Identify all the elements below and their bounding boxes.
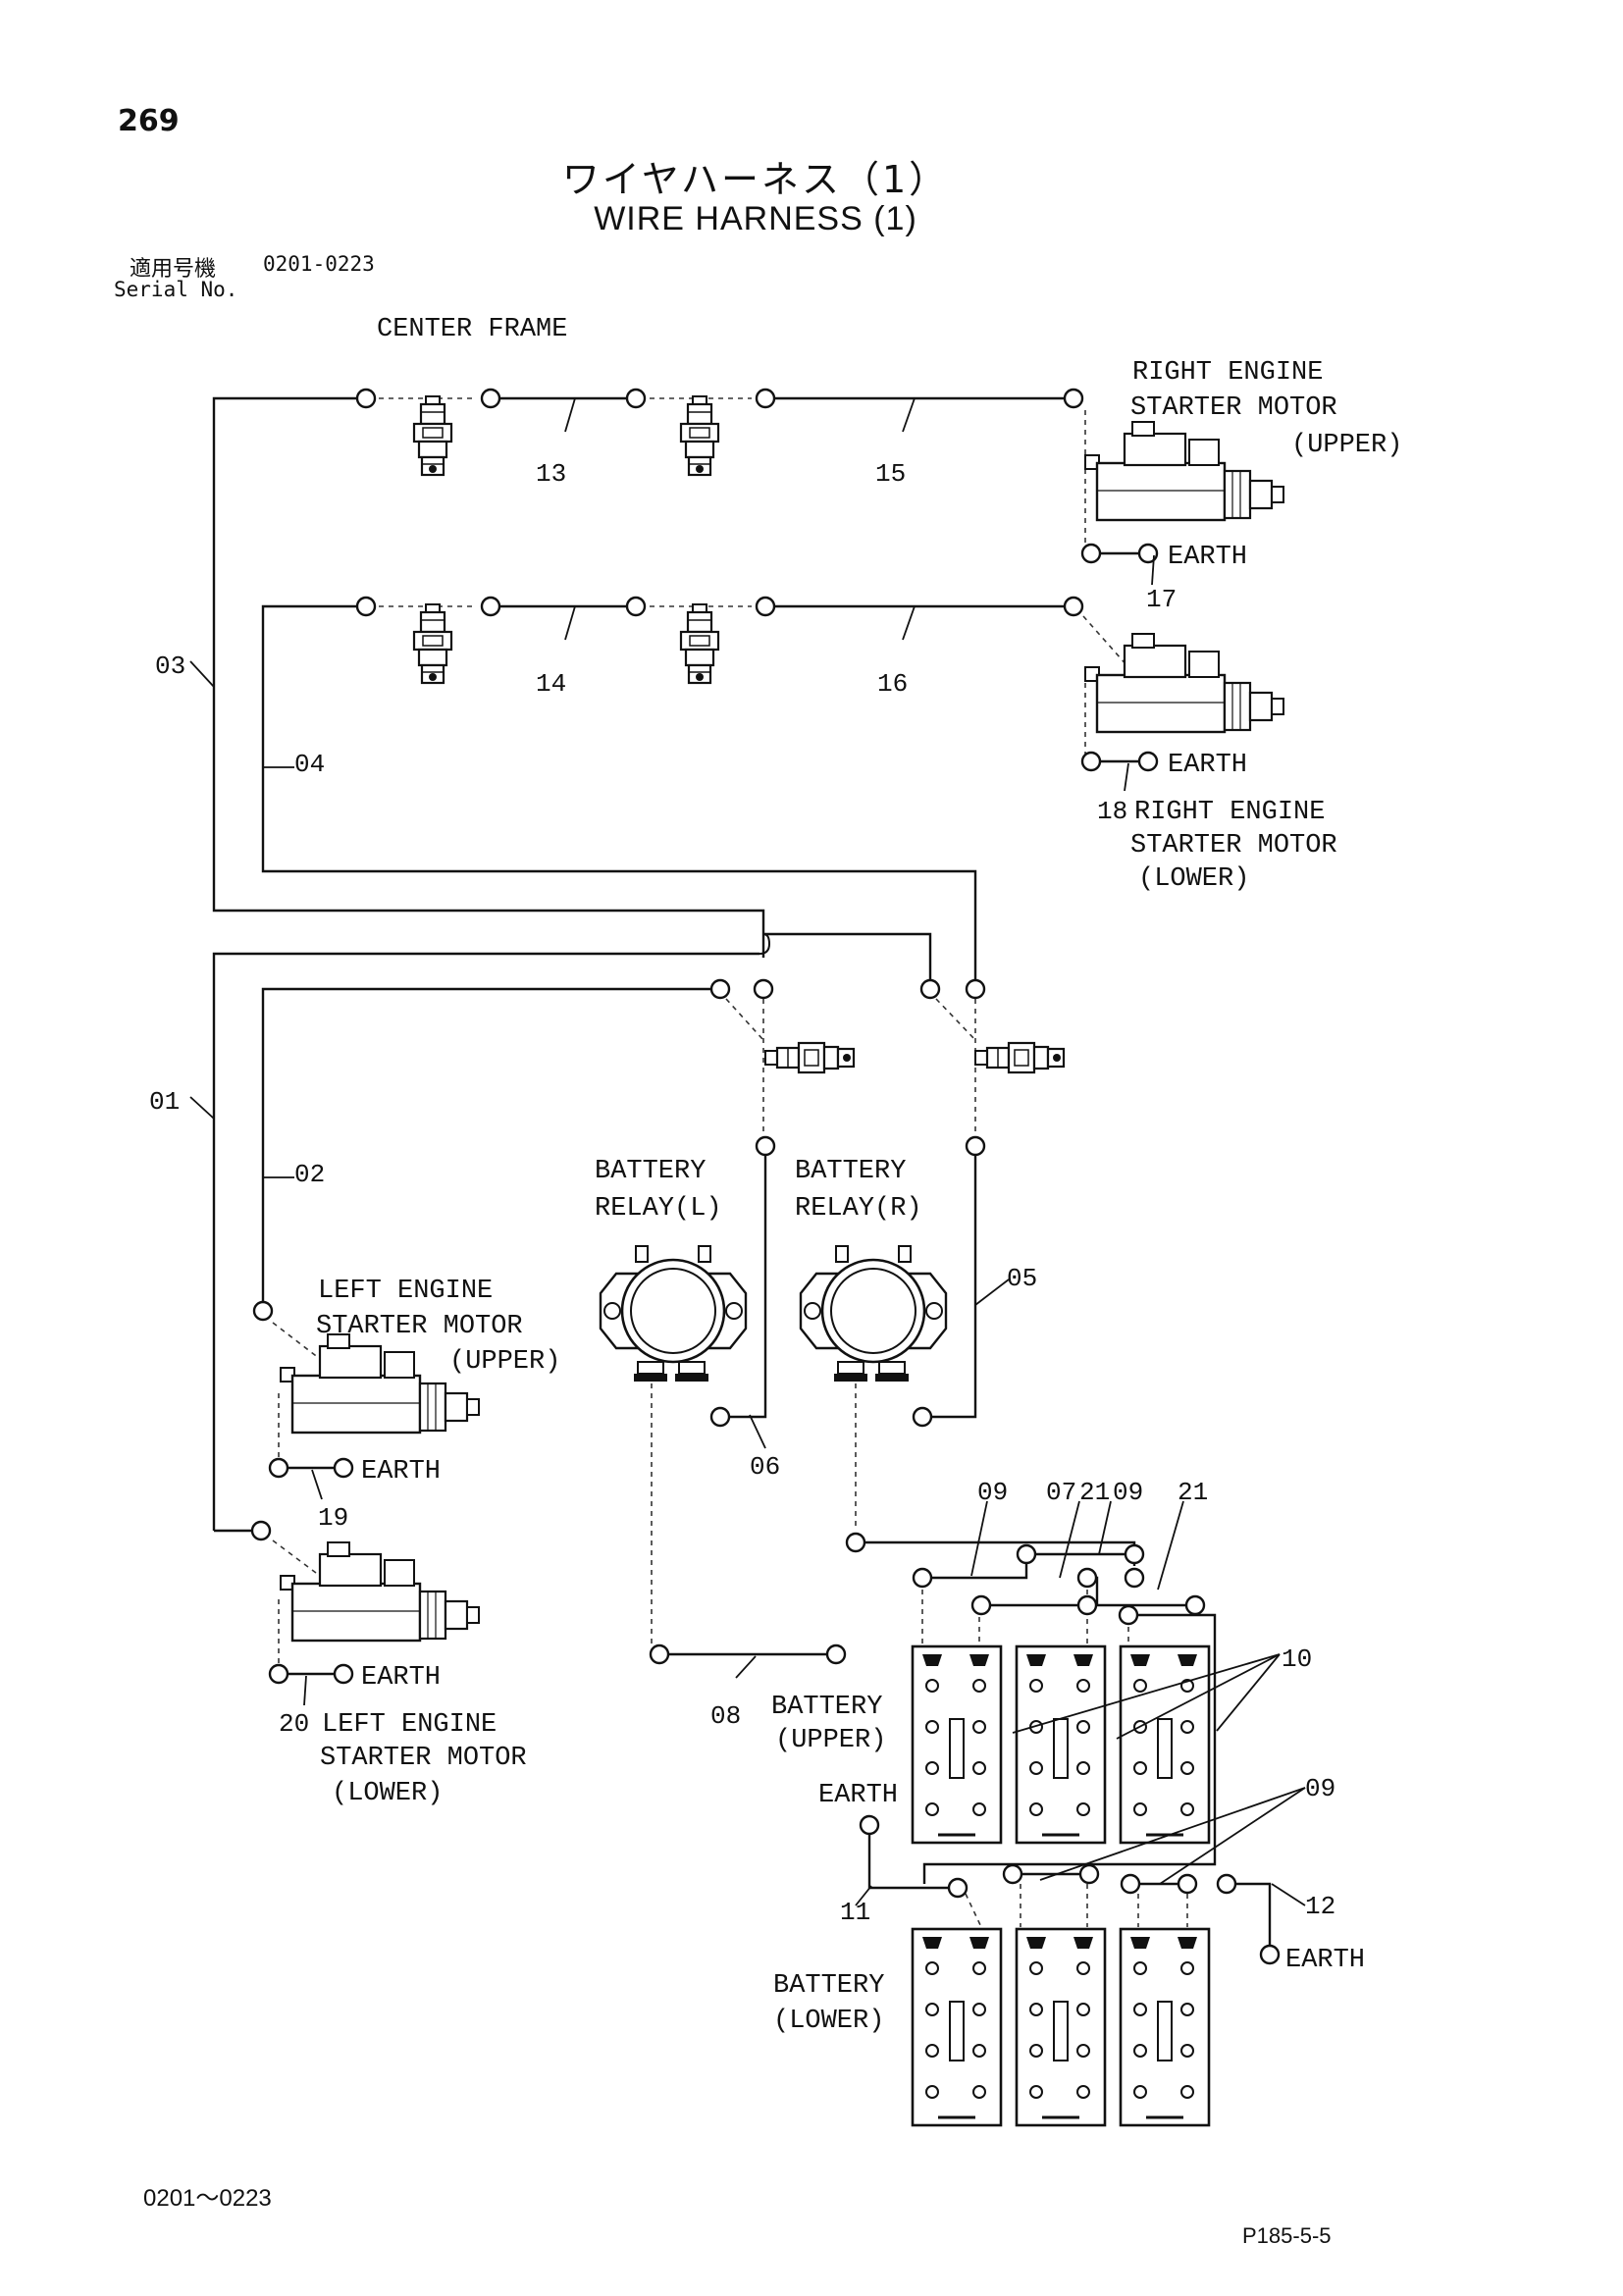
wire-label-09-lower: 09 — [1305, 1774, 1335, 1803]
battery-lower-2 — [1015, 1927, 1107, 2127]
label-battery-lower-2: (LOWER) — [773, 2007, 884, 2036]
wire-label-05: 05 — [1007, 1264, 1037, 1293]
battery-lower-1 — [911, 1927, 1003, 2127]
wire-label-20: 20 — [279, 1709, 309, 1739]
footer-serial-range: 0201～0223 — [143, 2185, 272, 2212]
wire-label-10: 10 — [1282, 1644, 1312, 1674]
serial-label-english: Serial No. — [114, 278, 238, 301]
label-earth-11: EARTH — [818, 1781, 898, 1810]
center-frame-connector-3 — [412, 602, 453, 685]
wire-label-15: 15 — [875, 459, 906, 489]
label-battery-upper-2: (UPPER) — [775, 1726, 886, 1755]
label-battery-relay-right-2: RELAY(R) — [795, 1194, 922, 1224]
left-starter-motor-lower — [279, 1540, 481, 1643]
relay-connector-right — [973, 1041, 1066, 1074]
wire-label-09-top-b: 09 — [1113, 1478, 1143, 1507]
center-frame-connector-2 — [679, 394, 720, 477]
label-battery-upper-1: BATTERY — [771, 1693, 882, 1722]
diagram-labels: CENTER FRAME RIGHT ENGINE STARTER MOTOR … — [316, 315, 1402, 2036]
label-earth-18: EARTH — [1168, 751, 1247, 780]
right-starter-motor-upper — [1083, 420, 1285, 522]
label-battery-relay-left-1: BATTERY — [595, 1157, 706, 1186]
battery-relay-right — [799, 1244, 948, 1383]
right-starter-motor-lower — [1083, 632, 1285, 734]
wire-label-02: 02 — [294, 1160, 325, 1189]
label-battery-relay-right-1: BATTERY — [795, 1157, 906, 1186]
label-center-frame: CENTER FRAME — [377, 315, 567, 344]
label-right-starter-upper-1: RIGHT ENGINE — [1132, 358, 1323, 388]
wire-label-16: 16 — [877, 669, 908, 699]
wire-label-18: 18 — [1097, 797, 1127, 826]
label-right-starter-lower-2: STARTER MOTOR — [1130, 831, 1337, 861]
label-left-starter-lower-3: (LOWER) — [332, 1779, 443, 1808]
label-right-starter-upper-3: (UPPER) — [1291, 431, 1402, 460]
label-earth-20: EARTH — [361, 1663, 441, 1693]
battery-upper-1 — [911, 1644, 1003, 1845]
wire-label-17: 17 — [1146, 585, 1177, 614]
label-left-starter-lower-1: LEFT ENGINE — [322, 1710, 497, 1740]
title-japanese: ワイヤハーネス（1） — [561, 158, 950, 201]
wire-label-13: 13 — [536, 459, 566, 489]
wire-label-19: 19 — [318, 1503, 348, 1533]
center-frame-connector-1 — [412, 394, 453, 477]
battery-lower-3 — [1119, 1927, 1211, 2127]
wire-label-07-top: 07 — [1046, 1478, 1076, 1507]
terminals — [250, 388, 1281, 1965]
center-frame-connector-4 — [679, 602, 720, 685]
wire-label-03: 03 — [155, 652, 185, 681]
title-english: WIRE HARNESS (1) — [594, 200, 917, 237]
battery-upper-3 — [1119, 1644, 1211, 1845]
label-right-starter-lower-3: (LOWER) — [1138, 864, 1249, 894]
wire-label-12: 12 — [1305, 1892, 1335, 1921]
label-battery-lower-1: BATTERY — [773, 1971, 884, 2001]
wire-label-21-top-b: 21 — [1178, 1478, 1208, 1507]
wire-label-21-top-a: 21 — [1079, 1478, 1110, 1507]
label-left-starter-upper-1: LEFT ENGINE — [318, 1277, 493, 1306]
wire-label-06: 06 — [750, 1452, 780, 1482]
label-earth-17: EARTH — [1168, 543, 1247, 572]
serial-label-japanese: 適用号機 — [130, 257, 217, 282]
label-left-starter-lower-2: STARTER MOTOR — [320, 1744, 527, 1773]
label-battery-relay-left-2: RELAY(L) — [595, 1194, 722, 1224]
wire-label-09-top-a: 09 — [977, 1478, 1008, 1507]
label-left-starter-upper-2: STARTER MOTOR — [316, 1312, 523, 1341]
label-left-starter-upper-3: (UPPER) — [449, 1347, 560, 1377]
battery-relay-left — [599, 1244, 748, 1383]
serial-range: 0201-0223 — [263, 252, 375, 276]
page-number: 269 — [118, 104, 180, 138]
wire-label-04: 04 — [294, 750, 325, 779]
label-right-starter-lower-1: RIGHT ENGINE — [1134, 798, 1325, 827]
relay-connector-left — [763, 1041, 856, 1074]
label-right-starter-upper-2: STARTER MOTOR — [1130, 393, 1337, 423]
wire-label-08: 08 — [710, 1701, 741, 1731]
wire-label-11: 11 — [840, 1898, 870, 1927]
battery-upper-2 — [1015, 1644, 1107, 1845]
leader-lines — [189, 397, 1306, 1906]
figure-reference: P185-5-5 — [1242, 2223, 1332, 2248]
label-earth-12: EARTH — [1285, 1946, 1365, 1975]
wire-label-14: 14 — [536, 669, 566, 699]
wire-label-01: 01 — [149, 1087, 180, 1117]
label-earth-19: EARTH — [361, 1457, 441, 1487]
wire-number-labels: 01 02 03 04 05 06 08 10 09 11 12 13 14 1… — [149, 459, 1335, 1927]
